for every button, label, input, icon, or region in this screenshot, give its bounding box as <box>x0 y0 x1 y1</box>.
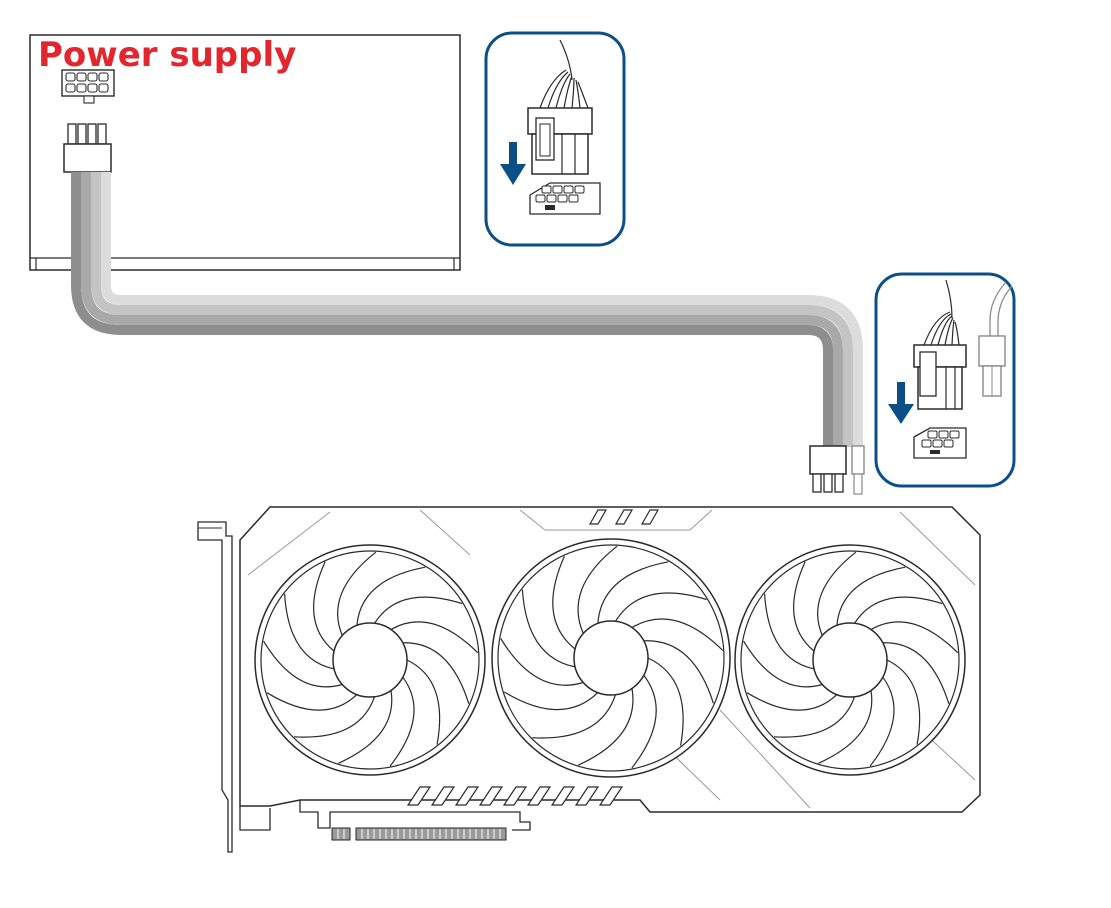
fan-icon <box>734 544 966 776</box>
fan-blade <box>402 642 470 704</box>
fan-blade <box>793 561 815 652</box>
power-cable <box>71 172 863 447</box>
fan-blade <box>578 688 634 766</box>
arrow-down-icon <box>888 382 914 424</box>
fan-hub <box>812 622 888 698</box>
fan-blade <box>373 596 463 624</box>
connector-plug-icon <box>63 123 112 173</box>
fan-blade <box>356 566 426 626</box>
fan-blade <box>886 659 921 745</box>
fan-blade <box>774 696 856 738</box>
fan-blade <box>337 551 377 636</box>
fan-blade <box>406 659 441 745</box>
fan-blade <box>643 640 714 704</box>
fan-blade <box>647 657 684 746</box>
fan-blade <box>266 692 358 711</box>
fan-blade <box>870 621 959 654</box>
fan-blade <box>597 561 669 624</box>
fan-blade <box>552 555 576 650</box>
fan-blade <box>818 690 873 764</box>
fan-blade <box>817 551 857 636</box>
fan-blade <box>521 589 576 668</box>
fan-blade <box>836 566 906 626</box>
fan-blade <box>532 694 617 739</box>
fan-blade <box>764 593 815 670</box>
fan-blade <box>389 676 415 767</box>
arrow-down-icon <box>500 142 526 185</box>
inset-8pin-connection <box>484 31 626 247</box>
power-supply-unit: Power supply <box>29 34 461 271</box>
fan-blade <box>746 692 838 711</box>
fan-blade <box>869 676 895 767</box>
fan-blade <box>500 638 584 686</box>
fan-blade <box>882 642 950 704</box>
fan-blade <box>503 691 599 711</box>
fan-blade <box>313 561 335 652</box>
fan-blade <box>263 640 343 688</box>
fan-blade <box>631 674 657 769</box>
fan-hub <box>573 620 649 696</box>
fan-blade <box>284 593 335 670</box>
power-supply-label: Power supply <box>38 35 296 75</box>
fan-blade <box>577 545 618 634</box>
fan-blade <box>631 618 724 651</box>
connector-8pin-socket-icon <box>61 69 115 104</box>
fan-hub <box>332 622 408 698</box>
fan-blade <box>853 596 943 624</box>
graphics-card <box>197 506 981 853</box>
fan-blade <box>294 696 376 738</box>
inset-gpu-connection <box>874 272 1016 488</box>
fan-icon <box>254 544 486 776</box>
fan-blade <box>338 690 393 764</box>
fan-blade <box>743 640 823 688</box>
fan-blade <box>614 592 707 622</box>
fan-icon <box>491 538 731 778</box>
fan-blade <box>390 621 479 654</box>
gpu-end-plug <box>809 445 865 495</box>
